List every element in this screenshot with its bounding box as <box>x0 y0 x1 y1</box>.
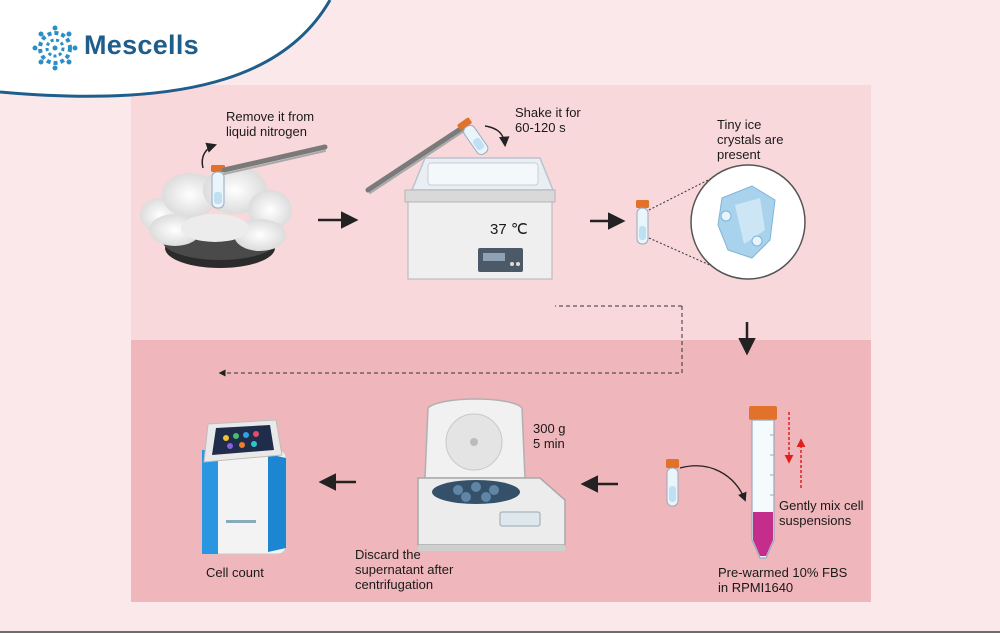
step-ice-label: Tiny ice crystals are present <box>717 117 784 162</box>
logo-icon <box>32 25 78 71</box>
water-bath-icon <box>404 157 556 280</box>
tube-icon <box>666 459 679 507</box>
step-remove-label: Remove it from liquid nitrogen <box>226 109 315 139</box>
conical-tube-icon <box>749 406 777 559</box>
shake-arrow <box>484 125 510 148</box>
ice-crystal-icon <box>690 164 806 280</box>
dashed-return-arrow <box>218 306 683 377</box>
header-swoosh-edge <box>0 0 332 98</box>
step-shake-label: Shake it for 60-120 s <box>515 105 581 135</box>
centrifuge-icon <box>417 398 566 551</box>
step-medium-label: Pre-warmed 10% FBS in RPMI1640 <box>718 565 848 595</box>
brand-name: Mescells <box>84 30 199 60</box>
tube-icon <box>636 200 649 245</box>
bottom-border <box>0 631 1000 633</box>
zoom-line-bottom <box>648 237 713 267</box>
header-swoosh <box>0 0 330 97</box>
step-centrifuge-label: 300 g 5 min <box>533 421 566 451</box>
lift-arrow <box>201 142 217 169</box>
tube-icon <box>457 117 489 156</box>
step-discard-label: Discard the supernatant after centrifuga… <box>355 547 454 592</box>
step-mix-label: Gently mix cell suspensions <box>779 498 864 528</box>
cell-counter-icon <box>201 419 287 555</box>
temperature-label: 37 ℃ <box>490 221 528 238</box>
forceps-icon <box>221 144 328 175</box>
step-count-label: Cell count <box>206 565 264 580</box>
tube-icon <box>211 165 225 209</box>
pour-arrow <box>679 465 747 502</box>
forceps-icon <box>365 125 465 194</box>
